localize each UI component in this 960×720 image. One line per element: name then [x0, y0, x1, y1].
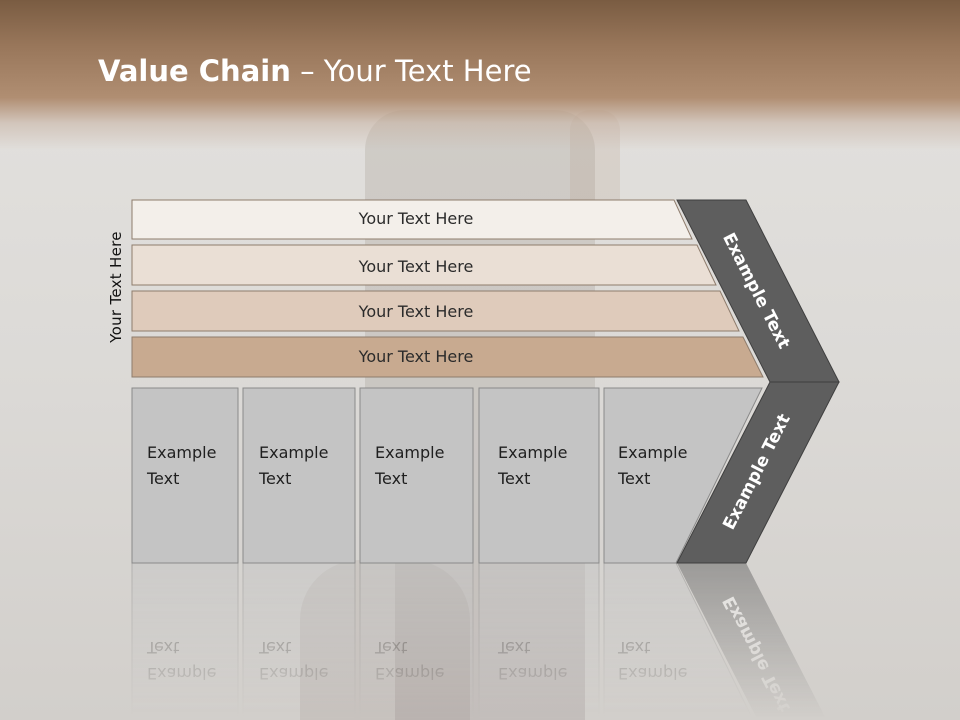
primary-column-2-line1: Example — [259, 443, 328, 462]
primary-column-5-box — [603, 387, 763, 564]
reflection-column-5-line2: Text — [617, 638, 650, 657]
support-bar-1-label: Your Text Here — [358, 209, 474, 228]
reflection-column-2-line1: Example — [259, 664, 328, 683]
header-band — [0, 0, 960, 150]
reflection-chevron-lower — [677, 563, 827, 720]
primary-column-3-line1: Example — [375, 443, 444, 462]
support-bar-4-shape — [131, 336, 764, 378]
primary-column-4-line1: Example — [498, 443, 567, 462]
primary-column-1[interactable]: Example Text — [131, 387, 239, 564]
primary-column-3-line2: Text — [374, 469, 407, 488]
slide-title-bold: Value Chain — [98, 54, 291, 88]
reflection-column-3 — [359, 562, 474, 720]
reflection-column-4 — [478, 562, 600, 720]
primary-column-1-box — [131, 387, 239, 564]
reflection-column-3-line1: Example — [375, 664, 444, 683]
primary-column-4-box — [478, 387, 600, 564]
reflection-column-2-line2: Text — [258, 638, 291, 657]
reflection-column-5-line1: Example — [618, 664, 687, 683]
reflection-column-1-line2: Text — [146, 638, 179, 657]
primary-column-2[interactable]: Example Text — [242, 387, 356, 564]
support-bar-3-label: Your Text Here — [358, 302, 474, 321]
primary-column-4-line2: Text — [497, 469, 530, 488]
primary-column-3[interactable]: Example Text — [359, 387, 474, 564]
primary-column-3-box — [359, 387, 474, 564]
support-bar-3-shape — [131, 290, 740, 332]
primary-column-1-line1: Example — [147, 443, 216, 462]
reflection-column-4-line2: Text — [497, 638, 530, 657]
reflection-column-3-line2: Text — [374, 638, 407, 657]
primary-column-2-box — [242, 387, 356, 564]
primary-column-2-line2: Text — [258, 469, 291, 488]
support-bar-2[interactable]: Your Text Here — [131, 244, 717, 286]
support-bar-2-label: Your Text Here — [358, 257, 474, 276]
margin-chevron-lower — [676, 381, 840, 564]
support-bar-1-shape — [131, 199, 693, 240]
slide-title-rest: – Your Text Here — [290, 54, 532, 88]
primary-column-5-line2: Text — [617, 469, 650, 488]
reflection-column-1-line1: Example — [147, 664, 216, 683]
reflection-column-4-line1: Example — [498, 664, 567, 683]
support-bar-2-shape — [131, 244, 717, 286]
support-bar-3[interactable]: Your Text Here — [131, 290, 740, 332]
reflection-column-1 — [131, 562, 239, 720]
support-bar-4-label: Your Text Here — [358, 347, 474, 366]
support-bar-4[interactable]: Your Text Here — [131, 336, 764, 378]
primary-column-5-line1: Example — [618, 443, 687, 462]
slide-title: Value Chain – Your Text Here — [98, 54, 532, 88]
primary-column-1-line2: Text — [146, 469, 179, 488]
primary-column-5[interactable]: Example Text — [603, 387, 763, 564]
support-bar-1[interactable]: Your Text Here — [131, 199, 693, 240]
primary-column-4[interactable]: Example Text — [478, 387, 600, 564]
